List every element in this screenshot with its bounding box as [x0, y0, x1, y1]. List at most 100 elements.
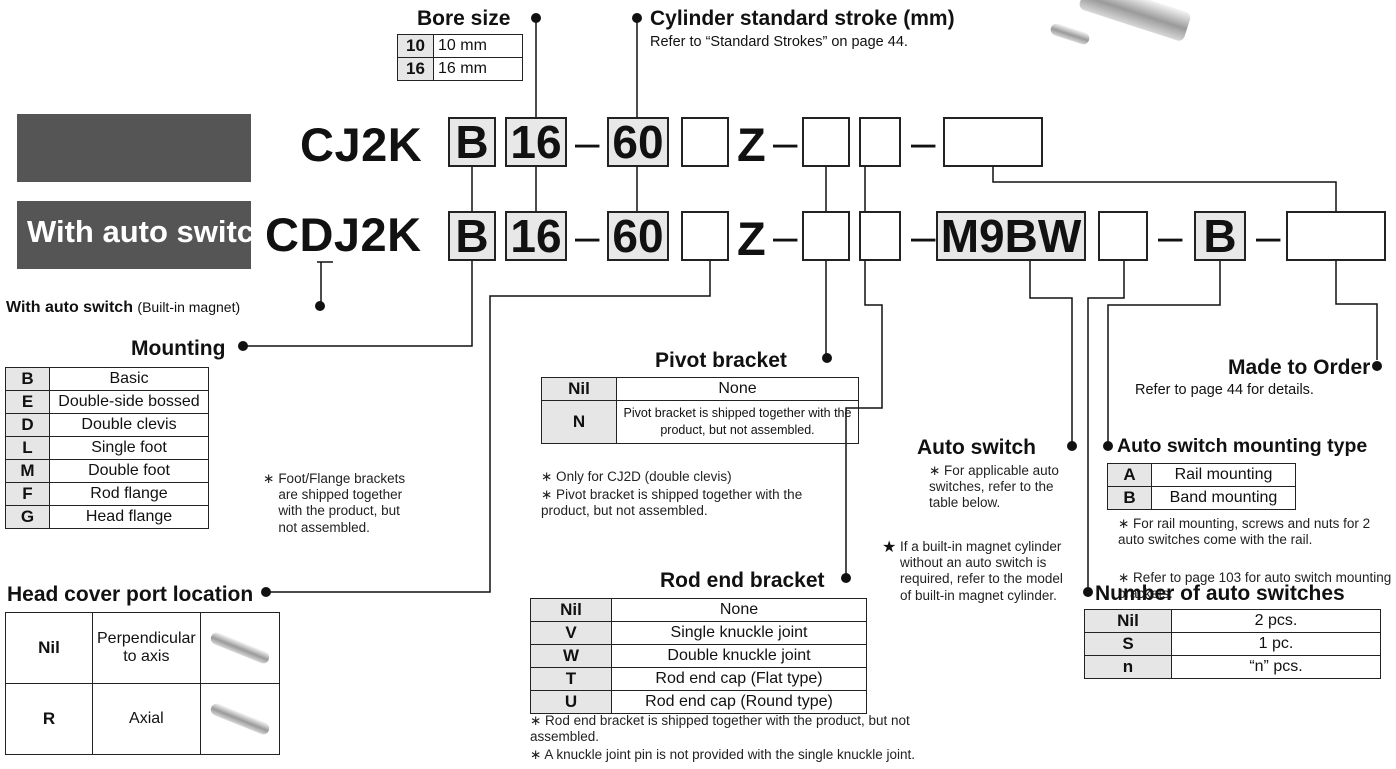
dash: –	[911, 121, 935, 165]
table-row: 10 10 mm	[398, 35, 523, 58]
pivot-box	[802, 117, 850, 167]
num-switches-dot	[1083, 587, 1093, 597]
built-in-magnet-dot	[315, 301, 325, 311]
star-icon: ★	[882, 540, 896, 556]
table-row: 16 16 mm	[398, 58, 523, 81]
mounting-type-box: B	[1194, 211, 1246, 261]
mounting-type-title: Auto switch mounting type	[1117, 437, 1367, 457]
head-cover-photo-axial	[200, 684, 279, 755]
dash: –	[773, 215, 797, 259]
table-row: Nil None	[542, 378, 859, 401]
port-box	[681, 117, 729, 167]
stroke-title: Cylinder standard stroke (mm)	[650, 8, 955, 29]
prefix-c: C	[265, 208, 299, 261]
rod-end-title: Rod end bracket	[660, 570, 825, 591]
model-prefix: CJ2K	[300, 121, 422, 168]
switch-box: M9BW	[936, 211, 1086, 261]
head-cover-photo-perpendicular	[200, 613, 279, 684]
bore-size-title: Bore size	[417, 8, 510, 29]
mounting-box: B	[448, 117, 496, 167]
mounting-box: B	[448, 211, 496, 261]
rod-end-box	[859, 117, 901, 167]
table-row: n“n” pcs.	[1085, 656, 1381, 679]
switch-box	[943, 117, 1043, 167]
banner-label: With auto switch	[27, 214, 273, 250]
made-to-order-note: Refer to page 44 for details.	[1135, 382, 1314, 399]
pivot-note-2: ∗ Pivot bracket is shipped together with…	[541, 487, 841, 519]
made-to-order-box	[1286, 211, 1386, 261]
num-switches-title: Number of auto switches	[1095, 583, 1345, 604]
table-row: R Axial	[6, 684, 280, 755]
mounting-type-note-1: ∗ For rail mounting, screws and nuts for…	[1118, 516, 1392, 548]
standard-banner	[17, 114, 251, 182]
auto-switch-note: ∗ For applicable auto switches, refer to…	[929, 463, 1061, 512]
prefix-rest: J2K	[334, 208, 422, 261]
stroke-box: 60	[607, 117, 669, 167]
dash: –	[773, 121, 797, 165]
bore-size-table: 10 10 mm 16 16 mm	[397, 34, 523, 81]
head-cover-table: Nil Perpendicular to axis R Axial	[5, 612, 280, 755]
pivot-bracket-dot	[822, 353, 832, 363]
table-row: Nil Perpendicular to axis	[6, 613, 280, 684]
pivot-bracket-table: Nil None N Pivot bracket is shipped toge…	[541, 377, 859, 444]
cylinder-photo	[1040, 0, 1200, 60]
pivot-note-1: ∗ Only for CJ2D (double clevis)	[541, 469, 841, 485]
table-row: N Pivot bracket is shipped together with…	[542, 401, 859, 444]
mounting-type-dot	[1103, 441, 1113, 451]
dash: –	[1158, 215, 1182, 259]
auto-switch-title: Auto switch	[917, 437, 1036, 458]
pivot-bracket-title: Pivot bracket	[655, 350, 787, 371]
mounting-title: Mounting	[131, 338, 225, 359]
bore-size-dot	[531, 13, 541, 23]
num-switch-box	[1098, 211, 1148, 261]
rod-end-dot	[841, 573, 851, 583]
head-cover-title: Head cover port location	[7, 584, 253, 605]
dash: –	[575, 121, 599, 165]
built-in-magnet-label: With auto switch (Built-in magnet)	[6, 299, 240, 317]
made-to-order-dot	[1372, 361, 1382, 371]
stroke-box: 60	[607, 211, 669, 261]
made-to-order-title: Made to Order	[1228, 357, 1370, 378]
model-prefix-auto: CDJ2K	[265, 211, 422, 258]
auto-switch-dot	[1067, 441, 1077, 451]
prefix-d: D	[299, 208, 333, 261]
pivot-box	[802, 211, 850, 261]
auto-switch-star-note: If a built-in magnet cylinder without an…	[900, 539, 1065, 604]
mounting-dot	[238, 341, 248, 351]
z-code: Z	[737, 215, 766, 262]
stroke-dot	[632, 13, 642, 23]
dash: –	[1256, 215, 1280, 259]
mounting-note: ∗ Foot/Flange brackets are shipped toget…	[263, 471, 413, 536]
bore-box: 16	[505, 117, 567, 167]
port-box	[681, 211, 729, 261]
rod-end-note-1: ∗ Rod end bracket is shipped together wi…	[530, 713, 950, 745]
rod-end-box	[859, 211, 901, 261]
dash: –	[911, 215, 935, 259]
head-cover-dot	[261, 587, 271, 597]
bore-box: 16	[505, 211, 567, 261]
z-code: Z	[737, 121, 766, 168]
auto-switch-banner: With auto switch	[17, 201, 251, 269]
dash: –	[575, 215, 599, 259]
rod-end-note-2: ∗ A knuckle joint pin is not provided wi…	[530, 747, 990, 763]
